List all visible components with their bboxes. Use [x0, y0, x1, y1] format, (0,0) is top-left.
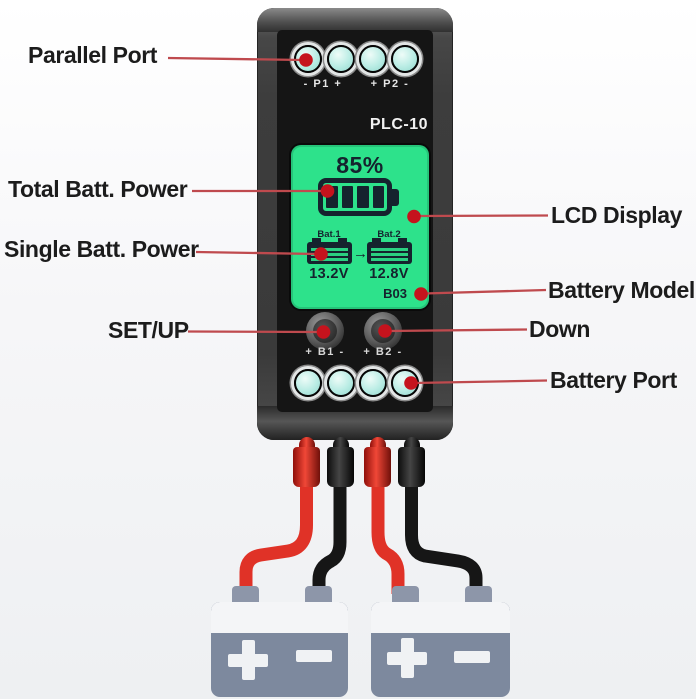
bat2-voltage: 12.8V [369, 266, 409, 282]
annotation-dot-battery-port [404, 376, 418, 390]
cell-terminal [338, 238, 347, 244]
annotation-dot-battery-model [414, 287, 428, 301]
battery-model-code: B03 [383, 286, 407, 301]
plug-body [327, 447, 354, 487]
annotation-dot-parallel-port [299, 53, 313, 67]
battery-top-band [211, 602, 348, 633]
battery1-negative-terminal [305, 586, 332, 606]
annotation-dot-total-batt-power [320, 184, 335, 198]
lcd-screen: 85% Bat.1 Bat.2 → 13.2V 12.8V [291, 145, 429, 309]
label-total-batt-power: Total Batt. Power [8, 176, 188, 202]
plug-body [293, 447, 320, 487]
cell-grille-line [311, 253, 348, 256]
annotation-dot-set-up [316, 325, 331, 339]
parallel-port-4 [391, 45, 419, 73]
label-parallel-port: Parallel Port [28, 42, 158, 68]
device-top-cap [257, 8, 453, 32]
cell-grille-line [311, 248, 348, 251]
parallel-port-2 [327, 45, 355, 73]
label-battery-model: Battery Model [548, 277, 695, 303]
battery-port-1 [294, 369, 322, 397]
plug-body [364, 447, 391, 487]
battery2-negative-terminal [465, 586, 492, 606]
battery1-positive-terminal [232, 586, 259, 606]
minus-symbol [454, 651, 490, 663]
battery-icon-nub [392, 189, 399, 206]
battery-2 [371, 602, 510, 697]
set-up-button [306, 312, 344, 350]
wire-red-2 [371, 472, 405, 594]
cell-terminal [312, 238, 321, 244]
cell-terminal [372, 238, 381, 244]
cell-grille-line [371, 248, 408, 251]
battery2-positive-terminal [392, 586, 419, 606]
label-single-batt-power: Single Batt. Power [4, 236, 199, 262]
bat2-label: Bat.2 [377, 229, 401, 240]
bat1-label: Bat.1 [317, 229, 341, 240]
wire-black-1 [312, 472, 347, 594]
battery-1 [211, 602, 348, 697]
battery-bar [357, 186, 369, 208]
label-down: Down [529, 316, 590, 342]
plus-symbol [241, 640, 255, 680]
total-battery-percent: 85% [336, 152, 384, 178]
annotation-line-single-batt-power [195, 250, 319, 256]
battery-bar [341, 186, 353, 208]
annotation-dot-down [378, 324, 392, 338]
battery-port-2 [327, 369, 355, 397]
cell-grille-line [311, 258, 348, 261]
plug-red-1 [293, 437, 320, 489]
battery-bar [372, 186, 384, 208]
battery-bar [326, 186, 338, 208]
bat1-voltage: 13.2V [309, 266, 349, 282]
annotation-dot-lcd-display [407, 209, 421, 224]
minus-symbol [296, 650, 332, 662]
battery-top-band [371, 602, 510, 633]
plus-symbol [400, 638, 414, 678]
plug-black-1 [327, 437, 354, 489]
battery-port-3 [359, 369, 387, 397]
cell-grille-line [371, 253, 408, 256]
b2-polarity-label: + B2 - [363, 346, 403, 358]
annotation-dot-single-batt-power [314, 247, 328, 261]
label-battery-port: Battery Port [550, 367, 677, 393]
battery-4-bars-icon [318, 178, 392, 216]
annotation-line-set-up [187, 330, 321, 334]
label-set-up: SET/UP [108, 317, 189, 343]
b1-polarity-label: + B1 - [305, 346, 345, 358]
annotation-line-battery-model [423, 288, 547, 295]
plug-body [398, 447, 425, 487]
plug-red-2 [364, 437, 391, 489]
annotation-line-parallel-port [167, 56, 304, 62]
wire-red-1 [239, 472, 313, 594]
plug-black-2 [398, 437, 425, 489]
parallel-port-3 [359, 45, 387, 73]
annotation-line-down [387, 328, 528, 333]
cell-grille-line [371, 258, 408, 261]
label-lcd-display: LCD Display [551, 202, 683, 228]
arrow-right-icon: → [353, 245, 368, 262]
p2-polarity-label: + P2 - [370, 78, 410, 90]
wire-black-2 [405, 472, 483, 594]
cell-terminal [398, 238, 407, 244]
p1-polarity-label: - P1 + [303, 78, 343, 90]
device-model-label: PLC-10 [369, 116, 428, 133]
annotation-line-battery-port [413, 379, 548, 385]
annotation-line-lcd-display [416, 214, 549, 218]
battery-cell-icon-2 [367, 238, 413, 264]
